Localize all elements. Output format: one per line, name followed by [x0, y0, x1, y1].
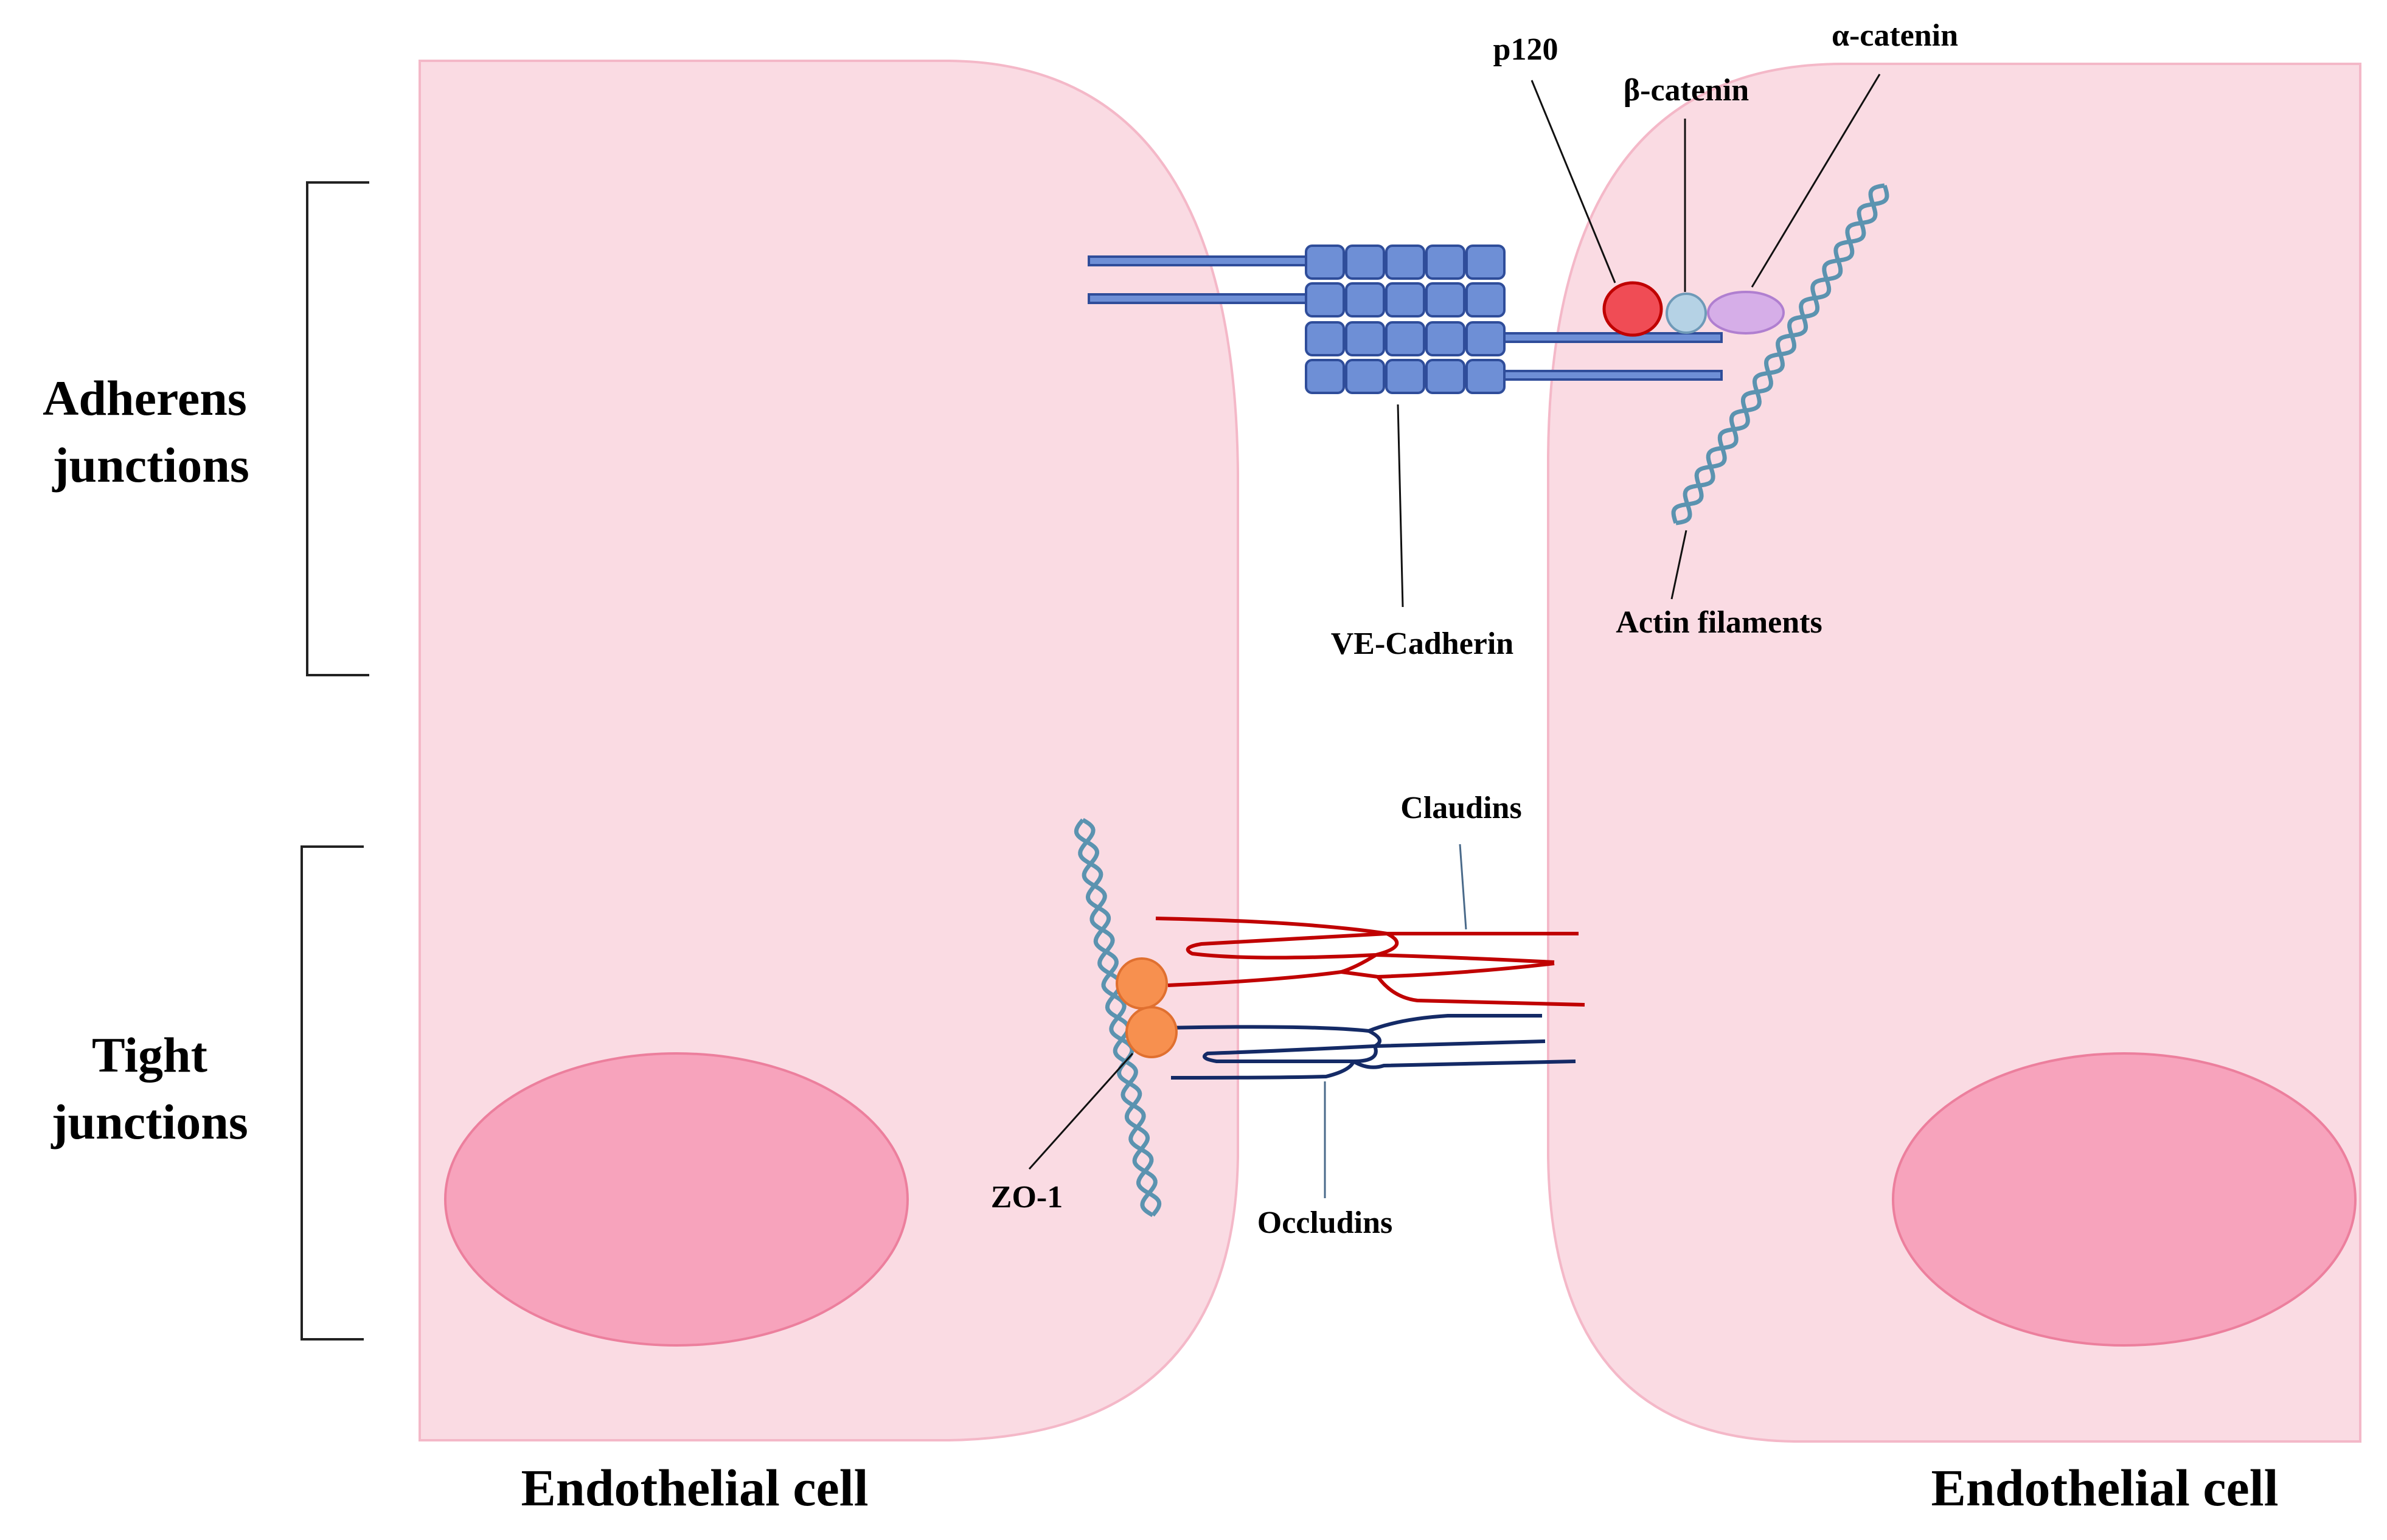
cadherin-domain — [1385, 321, 1425, 356]
tight-bracket — [301, 845, 364, 1341]
actin-filament-tight — [1074, 817, 1162, 1218]
beta-catenin-protein — [1666, 293, 1707, 334]
alpha-catenin-label: α-catenin — [1832, 18, 1958, 53]
actin-strand — [1078, 817, 1158, 1218]
cadherin-tail-right-1 — [1501, 332, 1723, 343]
cadherin-domain — [1385, 359, 1425, 394]
leader-ve-cadherin — [1397, 404, 1404, 608]
leader-p120 — [1531, 80, 1616, 283]
left-cell-nucleus — [444, 1052, 909, 1347]
occludin-strands — [1167, 1014, 1576, 1080]
p120-protein — [1602, 281, 1663, 337]
cadherin-domain — [1345, 245, 1385, 280]
leader-claudins — [1459, 844, 1467, 930]
actin-strand — [1671, 184, 1889, 524]
right-cell-nucleus — [1892, 1052, 2357, 1347]
left-cell-label: Endothelial cell — [521, 1458, 869, 1517]
actin-filaments-label: Actin filaments — [1616, 605, 1822, 640]
cadherin-domain — [1425, 359, 1465, 394]
cadherin-domain — [1425, 282, 1465, 317]
occludins-label: Occludins — [1257, 1205, 1393, 1240]
adherens-bracket — [306, 181, 369, 676]
cadherin-domain — [1305, 321, 1345, 356]
ve-cadherin-label: VE-Cadherin — [1331, 626, 1514, 661]
cadherin-domain — [1385, 282, 1425, 317]
cadherin-domain — [1425, 245, 1465, 280]
cadherin-domain — [1305, 245, 1345, 280]
cadherin-domain — [1465, 245, 1506, 280]
cadherin-domain — [1305, 359, 1345, 394]
right-cell-label: Endothelial cell — [1931, 1458, 2279, 1517]
cadherin-domains — [1305, 245, 1506, 394]
cadherin-domain — [1465, 359, 1506, 394]
tight-label-line1: Tight — [92, 1027, 207, 1083]
adherens-label-line1: Adherens — [43, 370, 247, 426]
cadherin-tail-right-2 — [1501, 370, 1723, 381]
cadherin-domain — [1345, 282, 1385, 317]
tight-label-line2: junctions — [50, 1094, 248, 1150]
cadherin-domain — [1305, 282, 1345, 317]
beta-catenin-label: β-catenin — [1624, 73, 1749, 108]
cadherin-domain — [1345, 359, 1385, 394]
zo1-protein-upper — [1116, 957, 1168, 1010]
leader-lines — [1028, 74, 1881, 1198]
ve-cadherin-complex — [1088, 245, 1723, 394]
claudins-label: Claudins — [1400, 791, 1521, 825]
zo1-label: ZO-1 — [991, 1180, 1063, 1215]
leader-zo1 — [1028, 1052, 1134, 1170]
alpha-catenin-protein — [1707, 291, 1785, 335]
cadherin-domain — [1345, 321, 1385, 356]
leader-alpha-catenin — [1751, 74, 1881, 288]
p120-label: p120 — [1493, 32, 1558, 67]
claudin-strands — [1155, 917, 1585, 1007]
cadherin-tail-left-2 — [1088, 293, 1309, 304]
actin-filament-adherens — [1671, 183, 1889, 525]
cadherin-domain — [1425, 321, 1465, 356]
leader-actin — [1670, 530, 1687, 600]
cadherin-domain — [1465, 321, 1506, 356]
cadherin-tail-left-1 — [1088, 255, 1309, 266]
adherens-label-line2: junctions — [52, 437, 249, 493]
zo1-protein-lower — [1125, 1006, 1178, 1058]
cadherin-domain — [1385, 245, 1425, 280]
cadherin-domain — [1465, 282, 1506, 317]
